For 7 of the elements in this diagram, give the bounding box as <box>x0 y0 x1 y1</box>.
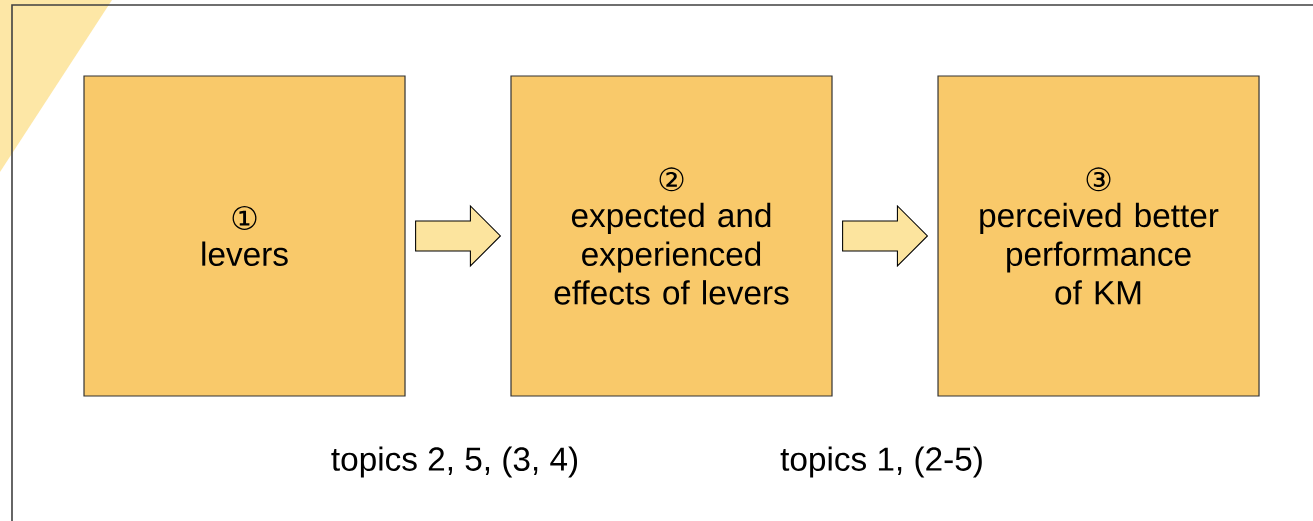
topic-label: topics 1, (2-5) <box>780 446 982 478</box>
process-box: ③ perceived better performance of KM <box>937 75 1260 397</box>
block-arrow <box>415 204 502 268</box>
topic-label: topics 2, 5, (3, 4) <box>331 446 578 478</box>
process-box: ① levers <box>83 75 406 397</box>
block-arrow <box>842 204 929 268</box>
process-box: ② expected and experienced effects of levers <box>510 75 833 397</box>
